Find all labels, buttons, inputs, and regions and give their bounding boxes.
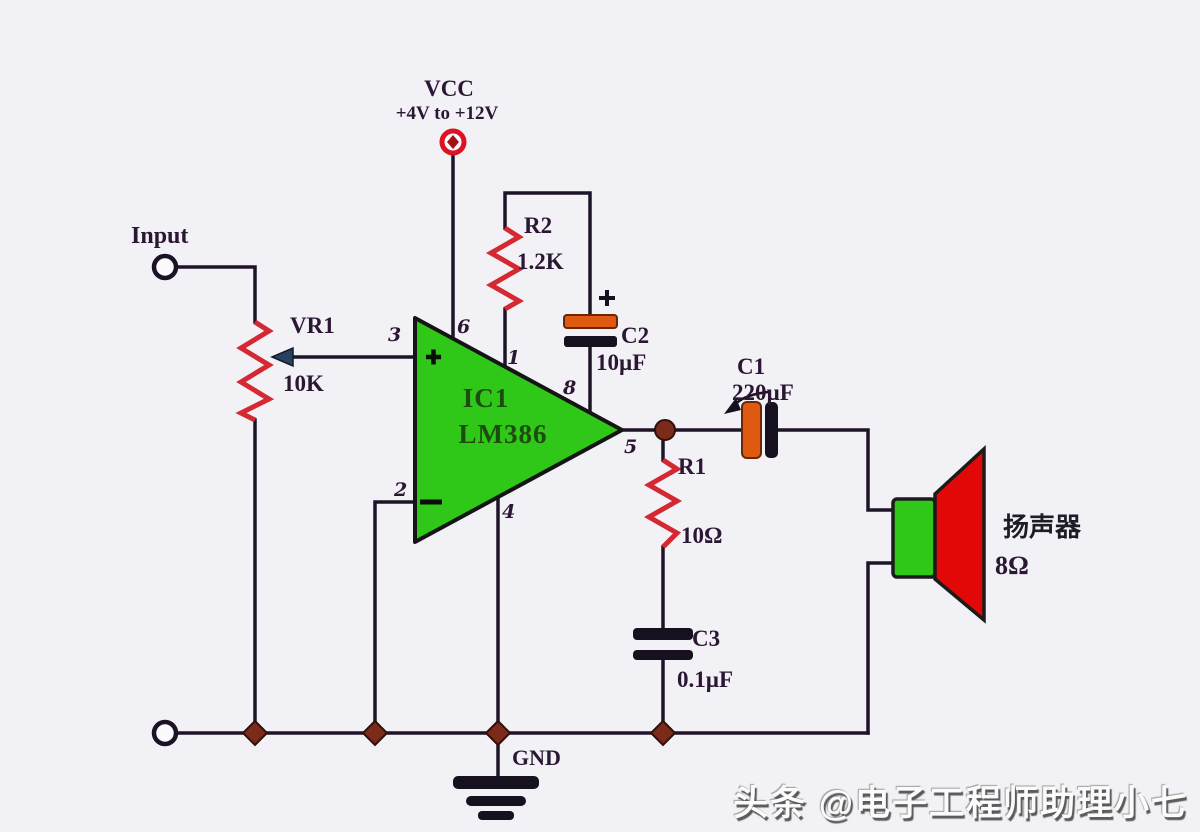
pin-3-label: 3 (388, 324, 401, 346)
input-label: Input (131, 223, 188, 249)
c3-ref: C3 (692, 626, 720, 651)
r1-ref: R1 (678, 454, 706, 479)
speaker-body (891, 497, 937, 579)
r2-value: 1.2K (517, 249, 564, 274)
c2-value: 10µF (596, 350, 646, 375)
pin-2-label: 2 (393, 479, 407, 501)
watermark-text: 头条 @电子工程师助理小七 (733, 784, 1188, 823)
vr1-ref: VR1 (290, 313, 335, 338)
junction-dot (361, 719, 389, 747)
c1-positive-plate (741, 401, 762, 459)
vr1-wiper-arrow-icon (270, 346, 294, 368)
speaker-name-label: 扬声器 (1003, 512, 1082, 542)
wires (176, 152, 895, 780)
pin-1-label: 1 (507, 347, 520, 369)
ic-ref: IC1 (463, 383, 510, 413)
pin-5-label: 5 (624, 436, 637, 458)
junction-dot (649, 719, 677, 747)
r2-ref: R2 (524, 213, 552, 238)
c1-negative-plate (765, 402, 778, 458)
capacitor-c1 (724, 390, 778, 459)
c2-plus-icon (599, 290, 615, 306)
wire-c1-to-speaker (776, 428, 895, 512)
wire-pin2-to-rail (373, 500, 417, 735)
input-terminal-icon (151, 253, 179, 281)
vcc-terminal-icon (439, 128, 467, 156)
speaker-icon (891, 445, 986, 624)
c2-ref: C2 (621, 323, 649, 348)
wire-speaker-return (866, 561, 895, 735)
speaker-cone (933, 445, 986, 624)
junction-dot (241, 719, 269, 747)
c3-value: 0.1µF (677, 667, 733, 692)
vcc-range-label: +4V to +12V (396, 103, 499, 124)
ground-symbol-icon (453, 776, 539, 820)
c1-value: 220µF (732, 380, 794, 405)
pin-8-label: 8 (562, 377, 576, 399)
input-return-terminal-icon (151, 719, 179, 747)
c1-polarity-arrow-icon (724, 398, 741, 414)
capacitor-c2 (563, 290, 618, 347)
c3-plate (633, 628, 693, 640)
junction-dots (241, 419, 677, 747)
junction-dot (484, 719, 512, 747)
pin-4-label: 4 (502, 501, 515, 523)
c3-plate (633, 650, 693, 660)
capacitor-c3 (633, 628, 693, 660)
c1-ref: C1 (737, 354, 765, 379)
pin-6-label: 6 (457, 316, 470, 338)
c2-positive-plate (563, 314, 618, 329)
wire-r2-c2-bracket (503, 191, 592, 317)
wire-input-to-vr1 (176, 265, 257, 324)
speaker-impedance-label: 8Ω (995, 551, 1029, 580)
resistors (235, 225, 683, 549)
output-junction-dot (654, 419, 676, 441)
vr1-potentiometer-body (235, 319, 275, 423)
opamp-triangle (413, 316, 624, 544)
vcc-label: VCC (424, 76, 474, 101)
opamp-input-polarity (420, 349, 442, 505)
ic-part-number: LM386 (459, 419, 548, 449)
resistor-r1 (643, 457, 683, 549)
c2-negative-plate (564, 336, 617, 347)
r1-value: 10Ω (681, 523, 722, 548)
gnd-label: GND (512, 745, 561, 770)
resistor-r2 (485, 225, 525, 312)
vr1-value: 10K (283, 371, 324, 396)
